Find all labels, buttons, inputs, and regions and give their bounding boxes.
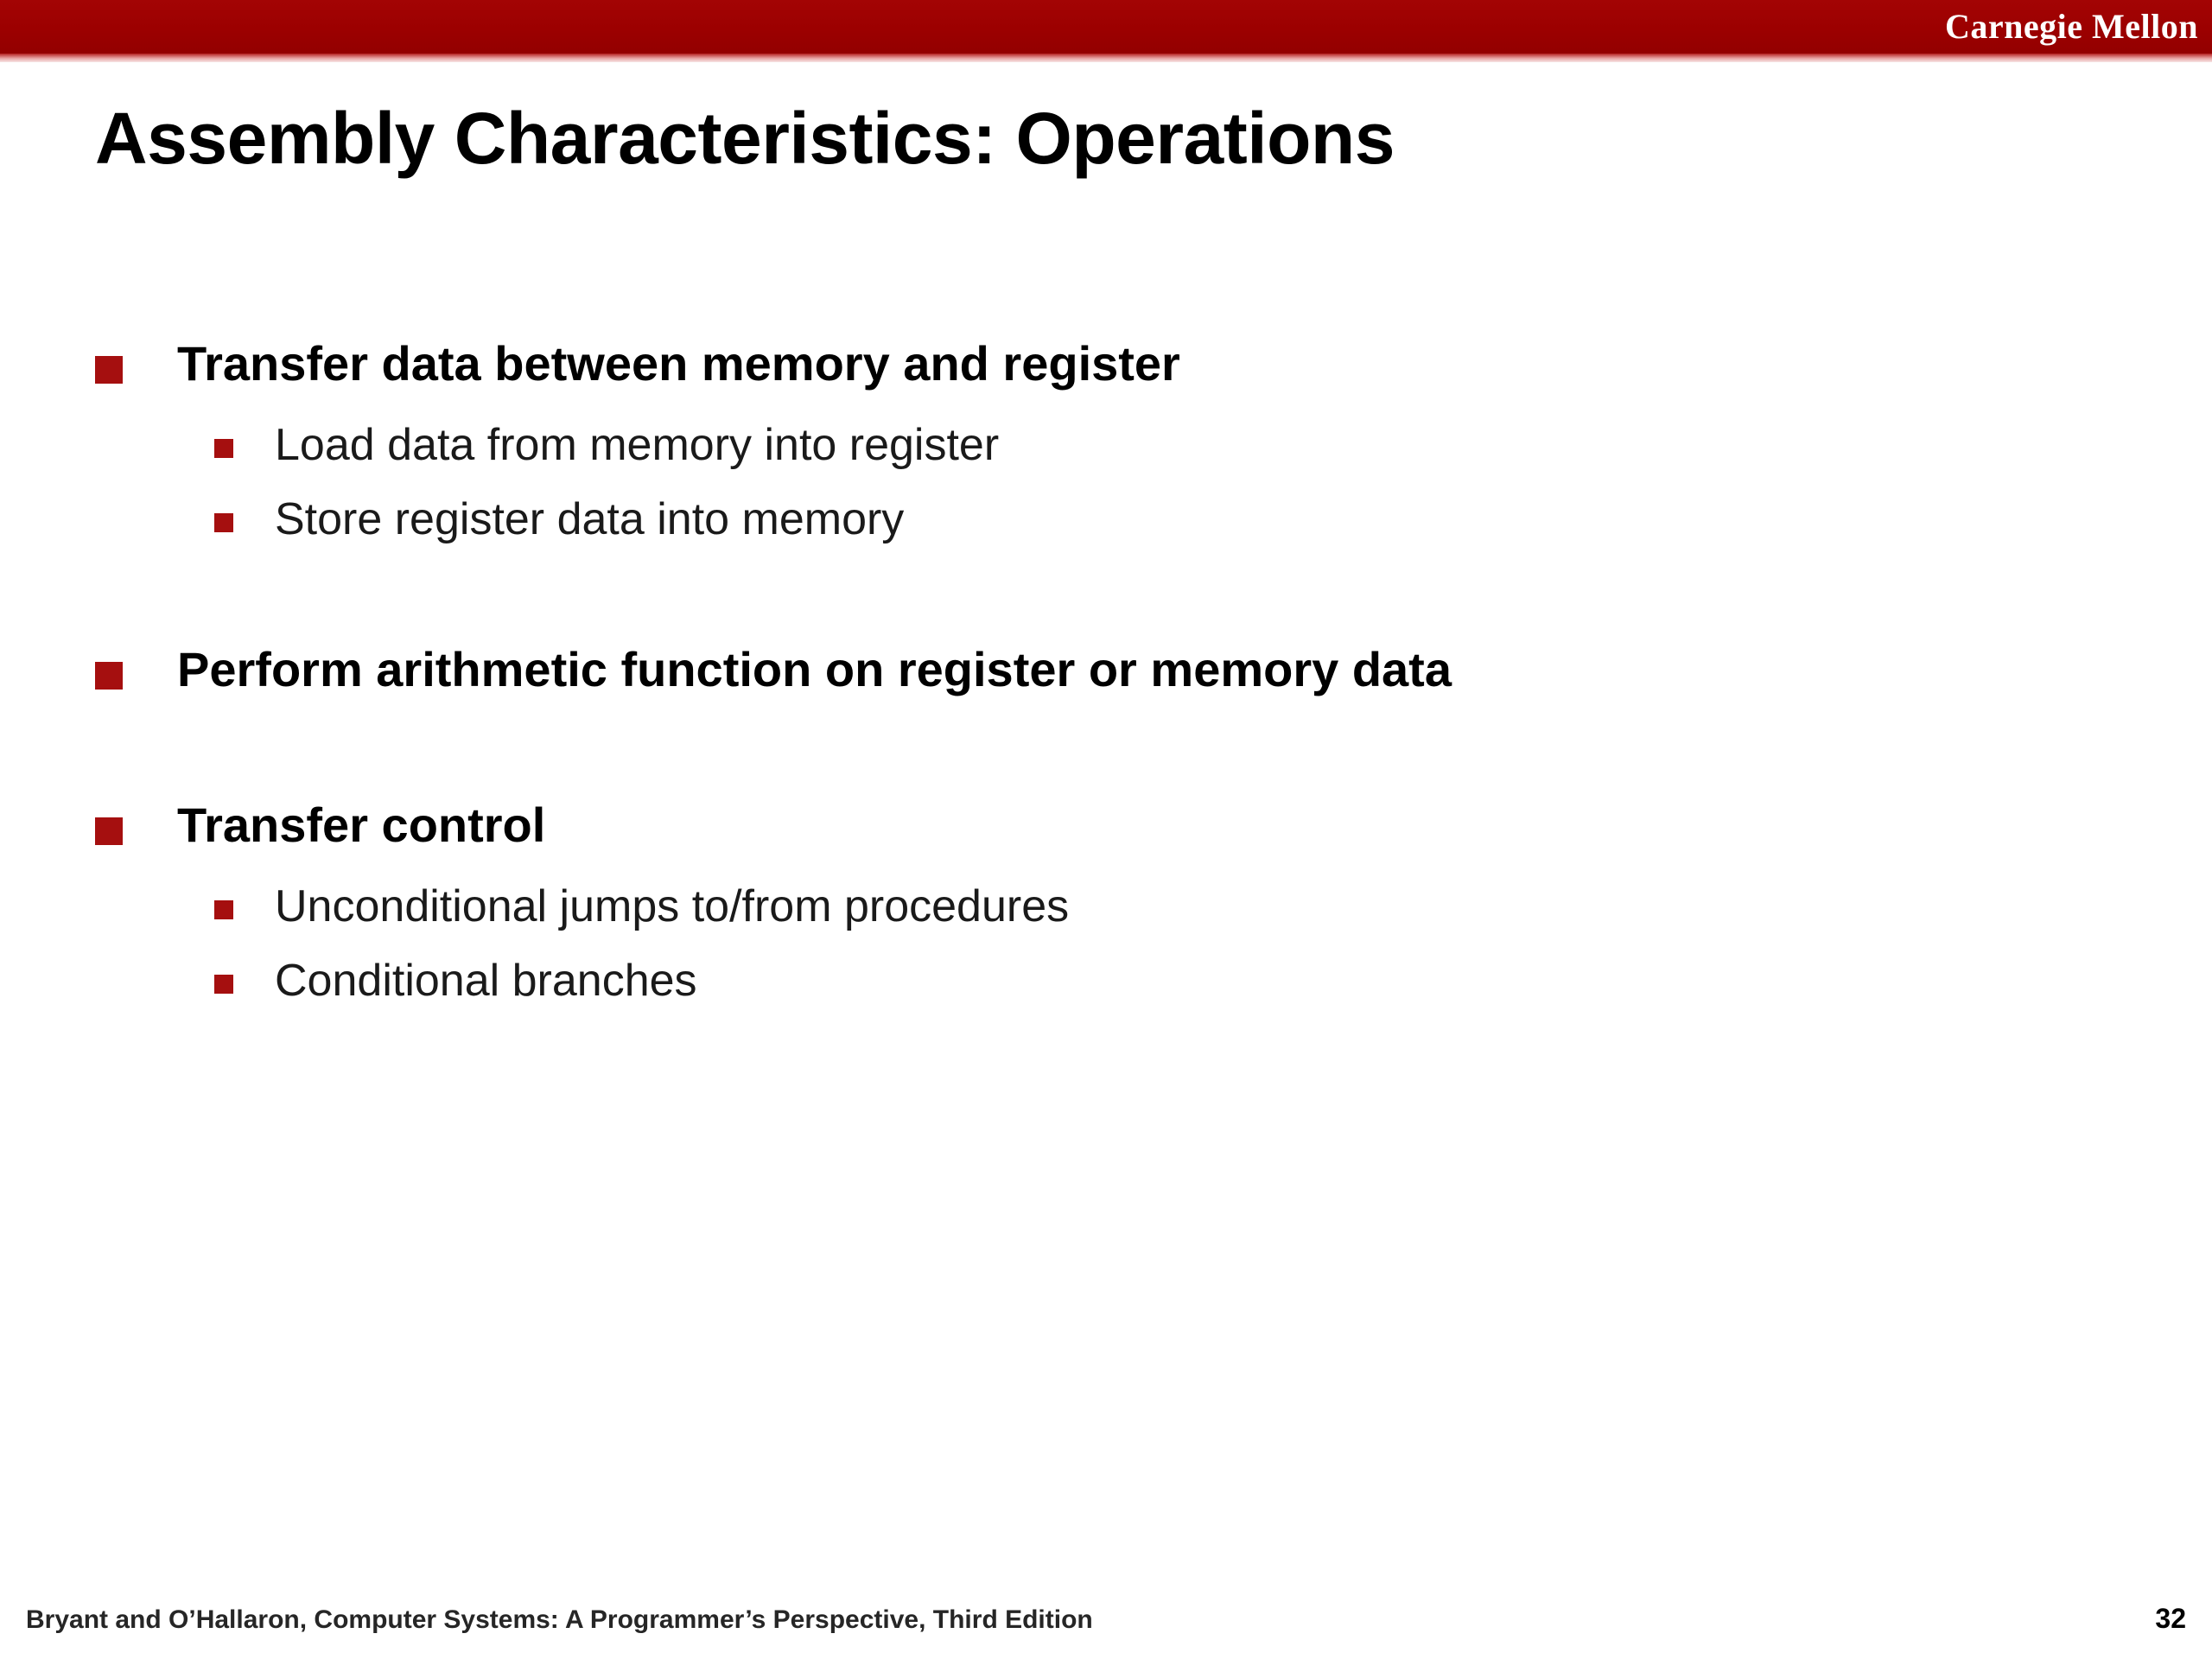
sub-bullet-square-icon — [214, 900, 233, 919]
spacer — [0, 475, 2212, 494]
bullet-level2-text: Unconditional jumps to/from procedures — [275, 881, 1070, 931]
bullet-group-3: Transfer control Unconditional jumps to/… — [0, 798, 2212, 1011]
bullet-square-icon — [95, 662, 123, 690]
spacer — [0, 550, 2212, 643]
sub-bullet-square-icon — [214, 513, 233, 532]
bullet-level1-text: Transfer control — [177, 798, 546, 852]
bullet-level1-text: Perform arithmetic function on register … — [177, 642, 1452, 696]
slide-body: Transfer data between memory and registe… — [0, 336, 2212, 1011]
carnegie-mellon-wordmark: Carnegie Mellon — [1945, 7, 2198, 46]
bullet-level2: Unconditional jumps to/from procedures — [0, 881, 2212, 937]
spacer — [0, 399, 2212, 420]
sub-bullet-square-icon — [214, 439, 233, 458]
bullet-square-icon — [95, 817, 123, 845]
sub-bullet-square-icon — [214, 975, 233, 994]
header-bar — [0, 0, 2212, 54]
bullet-level1: Perform arithmetic function on register … — [0, 642, 2212, 705]
bullet-level2: Conditional branches — [0, 956, 2212, 1011]
bullet-level1: Transfer data between memory and registe… — [0, 336, 2212, 399]
bullet-level2-text: Store register data into memory — [275, 494, 905, 544]
bullet-level2-text: Conditional branches — [275, 956, 697, 1006]
slide-title: Assembly Characteristics: Operations — [95, 98, 1395, 179]
bullet-level2: Store register data into memory — [0, 494, 2212, 550]
bullet-level2: Load data from memory into register — [0, 420, 2212, 475]
bullet-square-icon — [95, 356, 123, 384]
spacer — [0, 861, 2212, 881]
spacer — [0, 705, 2212, 798]
footer-citation: Bryant and O’Hallaron, Computer Systems:… — [26, 1605, 1093, 1634]
bullet-level1: Transfer control — [0, 798, 2212, 861]
page-number: 32 — [2155, 1603, 2186, 1634]
bullet-group-2: Perform arithmetic function on register … — [0, 642, 2212, 705]
bullet-group-1: Transfer data between memory and registe… — [0, 336, 2212, 550]
bullet-level2-text: Load data from memory into register — [275, 420, 1000, 470]
spacer — [0, 937, 2212, 956]
bullet-level1-text: Transfer data between memory and registe… — [177, 336, 1180, 391]
header-accent-stripe — [0, 54, 2212, 62]
